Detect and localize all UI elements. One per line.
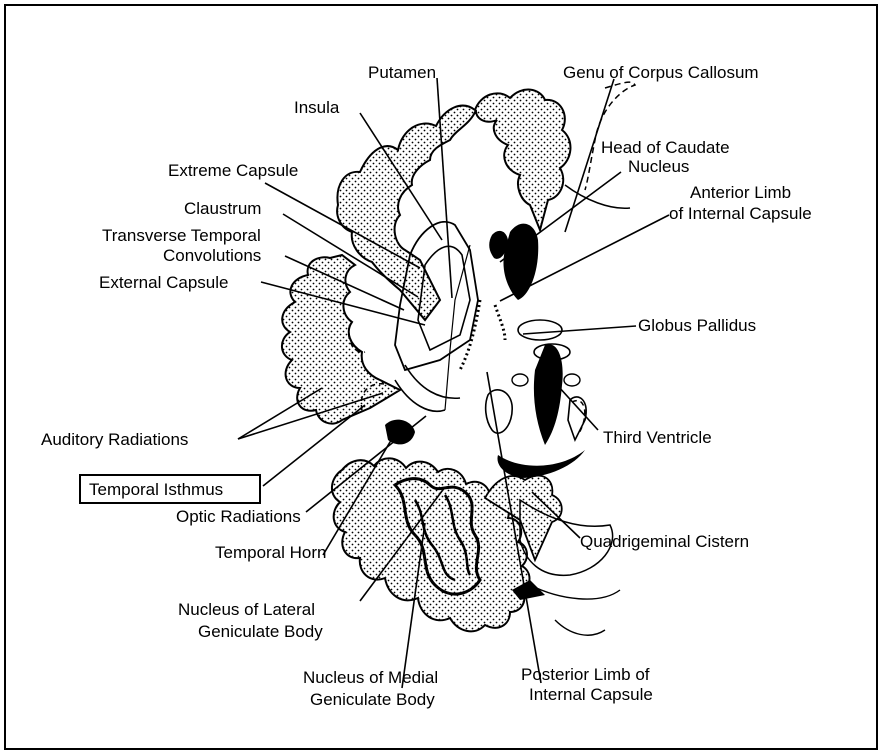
label-temporal-isthmus: Temporal Isthmus xyxy=(89,480,223,499)
label-transverse-temporal-line2: Convolutions xyxy=(163,246,261,265)
label-posterior-limb-line2: Internal Capsule xyxy=(529,685,653,704)
label-medial-geniculate-line1: Nucleus of Medial xyxy=(303,668,438,687)
label-external-capsule: External Capsule xyxy=(99,273,228,292)
label-head-caudate-line1: Head of Caudate xyxy=(601,138,730,157)
label-quadrigeminal-cistern: Quadrigeminal Cistern xyxy=(580,532,749,551)
label-putamen: Putamen xyxy=(368,63,436,82)
label-claustrum: Claustrum xyxy=(184,199,261,218)
label-head-caudate-line2: Nucleus xyxy=(628,157,689,176)
label-lateral-geniculate-line2: Geniculate Body xyxy=(198,622,323,641)
label-auditory-radiations: Auditory Radiations xyxy=(41,430,188,449)
label-medial-geniculate-line2: Geniculate Body xyxy=(310,690,435,709)
label-third-ventricle: Third Ventricle xyxy=(603,428,712,447)
label-lateral-geniculate-line1: Nucleus of Lateral xyxy=(178,600,315,619)
label-anterior-limb-line1: Anterior Limb xyxy=(690,183,791,202)
label-extreme-capsule: Extreme Capsule xyxy=(168,161,298,180)
label-posterior-limb-line1: Posterior Limb of xyxy=(521,665,650,684)
label-genu-corpus-callosum: Genu of Corpus Callosum xyxy=(563,63,759,82)
label-optic-radiations: Optic Radiations xyxy=(176,507,301,526)
label-anterior-limb-line2: of Internal Capsule xyxy=(669,204,812,223)
label-globus-pallidus: Globus Pallidus xyxy=(638,316,756,335)
label-transverse-temporal-line1: Transverse Temporal xyxy=(102,226,261,245)
label-insula: Insula xyxy=(294,98,340,117)
label-temporal-horn: Temporal Horn xyxy=(215,543,327,562)
